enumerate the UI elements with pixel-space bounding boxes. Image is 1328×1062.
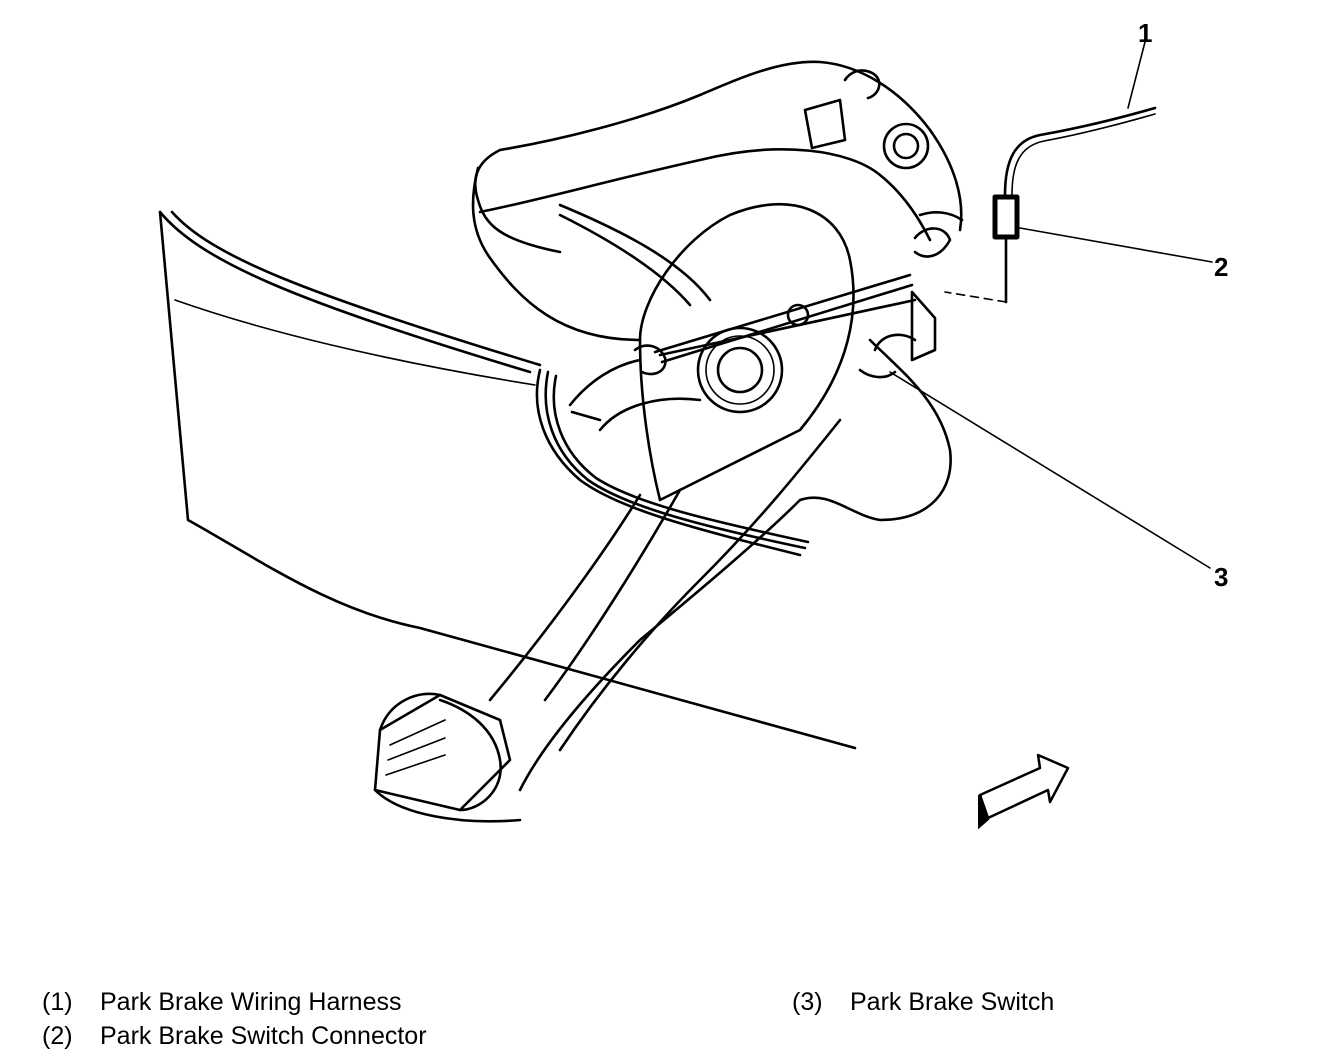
legend-left: (1) Park Brake Wiring Harness (2) Park B… [42,985,427,1053]
harness-routing [535,368,810,557]
callout-3: 3 [1214,562,1228,592]
legend-label: Park Brake Switch Connector [100,1022,427,1050]
wiring-harness [1003,106,1157,197]
legend-item: (3) Park Brake Switch [792,985,1054,1019]
legend-number: (3) [792,988,823,1016]
brake-pedal [373,338,952,823]
brake-cable [568,273,917,422]
pedal-bracket [471,60,964,342]
legend-item: (1) Park Brake Wiring Harness [42,985,427,1019]
ratchet-assembly [598,202,855,502]
legend-number: (1) [42,988,73,1016]
dash-panel [158,210,857,750]
legend-label: Park Brake Wiring Harness [100,988,402,1016]
switch-connector [944,194,1020,304]
park-brake-diagram: 1 2 3 [158,18,1228,830]
callout-1: 1 [1138,18,1152,48]
legend-right: (3) Park Brake Switch [792,985,1054,1019]
legend-label: Park Brake Switch [850,988,1055,1016]
legend-number: (2) [42,1022,73,1050]
forward-arrow-icon [978,753,1070,830]
legend-item: (2) Park Brake Switch Connector [42,1019,427,1053]
callout-2: 2 [1214,252,1228,282]
leader-lines [889,41,1213,569]
